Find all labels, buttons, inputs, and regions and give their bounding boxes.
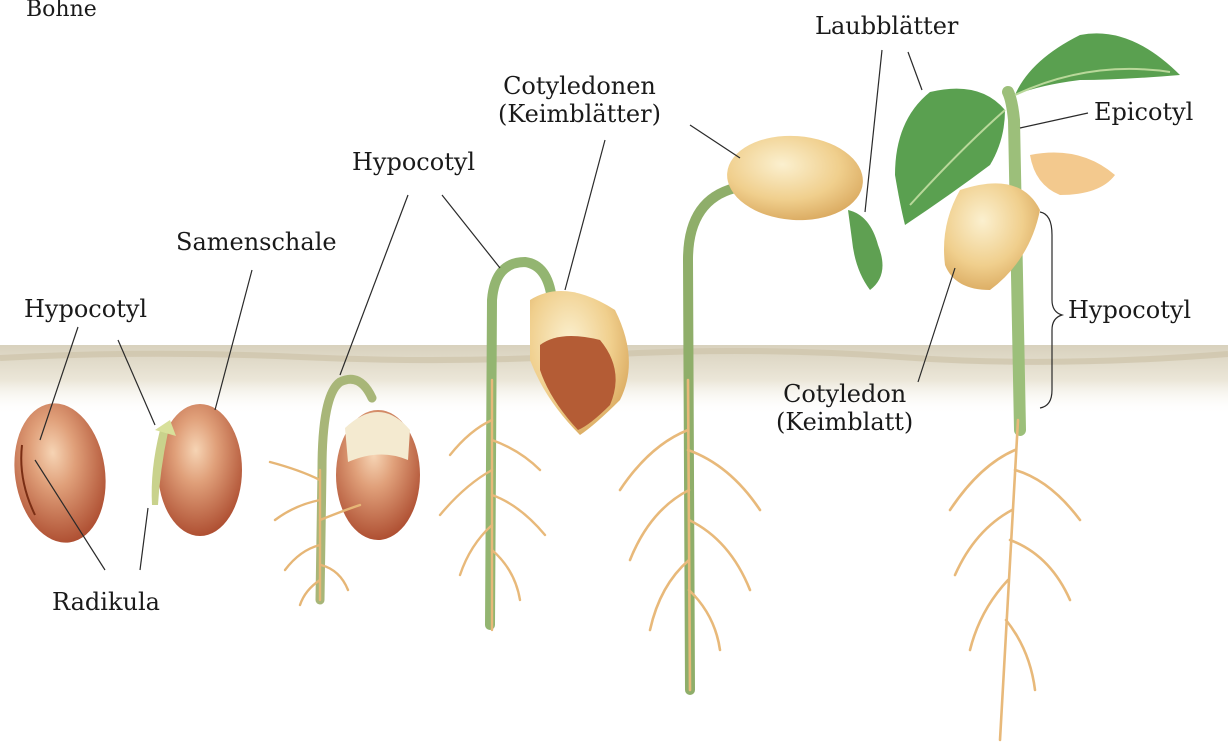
label-epicotyl: Epicotyl [1094, 98, 1193, 126]
diagram-title: Bohne [26, 0, 97, 24]
label-samenschale: Samenschale [176, 228, 337, 256]
label-hypocotyl-stage3: Hypocotyl [352, 148, 475, 176]
label-hypocotyl-stage1: Hypocotyl [24, 295, 147, 323]
stage-4-seedling [440, 262, 629, 630]
label-cotyledon: Cotyledon (Keimblatt) [776, 380, 913, 436]
label-cotyledonen: Cotyledonen (Keimblätter) [498, 72, 661, 128]
stage-2-seed [152, 404, 242, 536]
stage-1-seed [6, 397, 115, 548]
label-hypocotyl-stage6: Hypocotyl [1068, 296, 1191, 324]
cotyledon-shrivelled [944, 183, 1040, 290]
label-radikula: Radikula [52, 588, 160, 616]
label-laubblaetter: Laubblätter [815, 12, 958, 40]
